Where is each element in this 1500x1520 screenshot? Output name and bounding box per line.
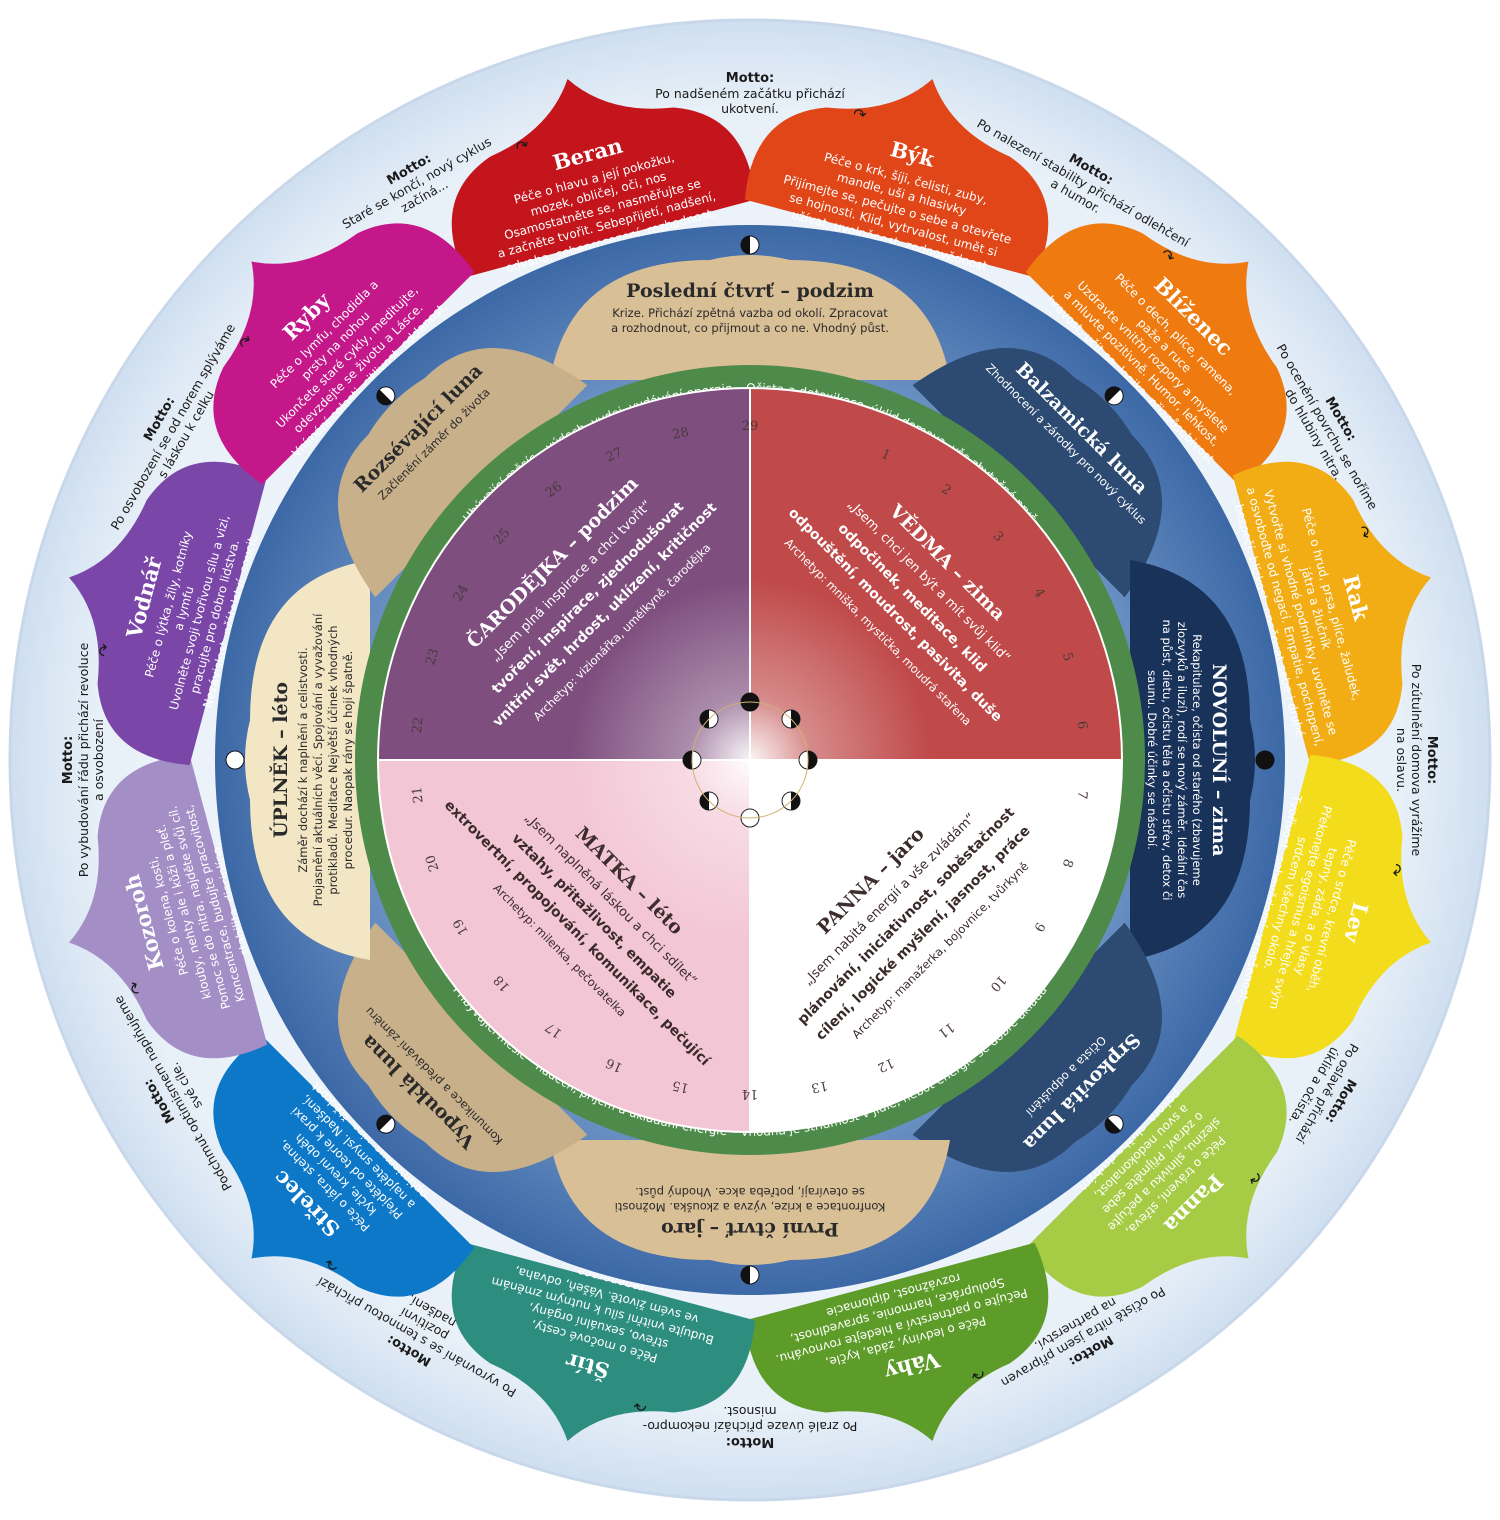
moon-icon xyxy=(740,1265,760,1285)
sign-petal xyxy=(1232,461,1431,766)
day-number: 21 xyxy=(410,786,427,804)
motto-line: Po vybudování řádu přichází revoluce xyxy=(76,642,91,877)
moon-icon xyxy=(376,1114,396,1134)
motto-1: Motto:Po nadšeném začátku přicházíukotve… xyxy=(655,71,867,124)
phase-lobe xyxy=(338,348,588,598)
motto-label: Motto: xyxy=(61,736,76,784)
day-number: 15 xyxy=(671,1077,690,1095)
phase-lobe xyxy=(245,560,370,960)
phase-text-line: na půst, dietu, očistu těla a očistu stř… xyxy=(1160,620,1174,901)
phase-text-line: Projasnění aktuálních věcí. Spojování a … xyxy=(311,613,325,906)
sign-petal xyxy=(69,461,268,766)
day-number: 22 xyxy=(410,716,427,734)
phase-text-line: Rekapitulace, očista od starého (zbavuje… xyxy=(1190,634,1204,886)
sign-petal xyxy=(1025,223,1287,485)
day-number: 27 xyxy=(604,445,625,465)
motto-line: Po nadšeném začátku přichází xyxy=(655,86,845,101)
motto-label: Motto: xyxy=(1424,736,1439,784)
phase-title: První čtvrť – jaro xyxy=(661,1218,839,1240)
motto-line: Po zútulnění domova vyrážíme xyxy=(1409,664,1424,857)
moon-phase-5: První čtvrť – jaro Konfrontace a krize, v… xyxy=(550,1140,950,1285)
motto-10: Motto:Po vybudování řádu přichází revolu… xyxy=(61,642,114,877)
moon-phase-3: NOVOLUNÍ – zima Rekapitulace, očista od s… xyxy=(1130,560,1275,960)
cycle-arrow-icon: ↷ xyxy=(633,1396,647,1415)
sign-petal xyxy=(451,1242,756,1441)
phase-text-line: Záměr dochází k naplnění a celistvosti. xyxy=(296,647,310,872)
phase-text-line: a rozhodnout, co přijmout a co ne. Vhodn… xyxy=(611,321,889,335)
phase-text-line: Krize. Přichází zpětná vazba od okolí. Z… xyxy=(612,306,888,320)
phase-text-line: se otevírají, potřeba akce. Vhodný půst. xyxy=(635,1185,865,1199)
day-number: 14 xyxy=(742,1086,759,1101)
motto-line: misnost. xyxy=(723,1404,776,1419)
phase-lobe xyxy=(338,922,588,1172)
motto-label: Motto: xyxy=(726,71,774,86)
cycle-arrow-icon: ↷ xyxy=(95,643,114,657)
motto-line: a osvobození xyxy=(91,718,106,801)
day-number: 16 xyxy=(604,1054,625,1074)
day-number: 24 xyxy=(451,582,472,604)
phase-lobe xyxy=(550,255,950,380)
phase-title: Poslední čtvrť – podzim xyxy=(626,280,874,302)
sign-petal xyxy=(1025,1035,1287,1297)
sign-petal xyxy=(451,79,756,278)
day-number: 13 xyxy=(810,1077,829,1095)
moon-icon xyxy=(740,235,760,255)
phase-lobe xyxy=(550,1140,950,1265)
sign-petal xyxy=(213,1035,475,1297)
phase-text-line: zlozvyků a iluzí), rodí se nový záměr. I… xyxy=(1175,622,1189,898)
phase-title: NOVOLUNÍ – zima xyxy=(1208,664,1231,857)
day-number: 23 xyxy=(423,647,442,667)
moon-icon xyxy=(1104,1114,1124,1134)
day-number: 12 xyxy=(875,1054,896,1074)
moon-icon xyxy=(1255,750,1275,770)
day-number: 28 xyxy=(671,425,690,443)
archetype-quadrants: ČARODĚJKA – podzim„Jsem plná inspirace a… xyxy=(376,386,1124,1134)
day-number: 19 xyxy=(451,916,472,938)
phase-lobe xyxy=(1130,560,1255,960)
motto-line: ukotvení. xyxy=(721,101,779,116)
day-number: 7 xyxy=(1074,790,1090,800)
phase-text-line: Konfrontace a krize, výzva a zkouška. Mo… xyxy=(615,1200,886,1214)
phase-title: ÚPLNĚK – léto xyxy=(269,682,292,838)
day-number: 6 xyxy=(1074,720,1090,730)
phase-text-line: protikladů. Meditace Největší účinek vho… xyxy=(326,625,340,894)
moon-phase-7: ÚPLNĚK – léto Záměr dochází k naplnění a … xyxy=(225,560,370,960)
phase-lobe xyxy=(912,348,1162,598)
moon-icon xyxy=(1104,386,1124,406)
center-glow xyxy=(570,580,930,940)
center-moon-phases xyxy=(682,692,818,828)
cycle-arrow-icon: ↷ xyxy=(1386,863,1405,877)
motto-line: Po zralé úvaze přichází nekompro- xyxy=(643,1419,858,1434)
motto-line: na oslavu. xyxy=(1394,728,1409,792)
sign-petal xyxy=(1232,754,1431,1059)
motto-7: Motto:Po zralé úvaze přichází nekompro-m… xyxy=(633,1396,858,1449)
sign-petal xyxy=(744,1242,1049,1441)
motto-label: Motto: xyxy=(726,1434,774,1449)
sign-petal xyxy=(744,79,1049,278)
cycle-arrow-icon: ↷ xyxy=(853,105,867,124)
sign-petal xyxy=(213,223,475,485)
phase-text-line: procedur. Naopak rány se hojí špatně. xyxy=(341,651,355,870)
phase-lobe xyxy=(912,922,1162,1172)
sign-petal xyxy=(69,754,268,1059)
moon-icon xyxy=(376,386,396,406)
moon-icon xyxy=(225,750,245,770)
day-number: 20 xyxy=(423,853,442,873)
day-number: 29 xyxy=(742,419,759,434)
phase-text-line: saunu. Dobré účinky se násobí. xyxy=(1145,670,1159,850)
